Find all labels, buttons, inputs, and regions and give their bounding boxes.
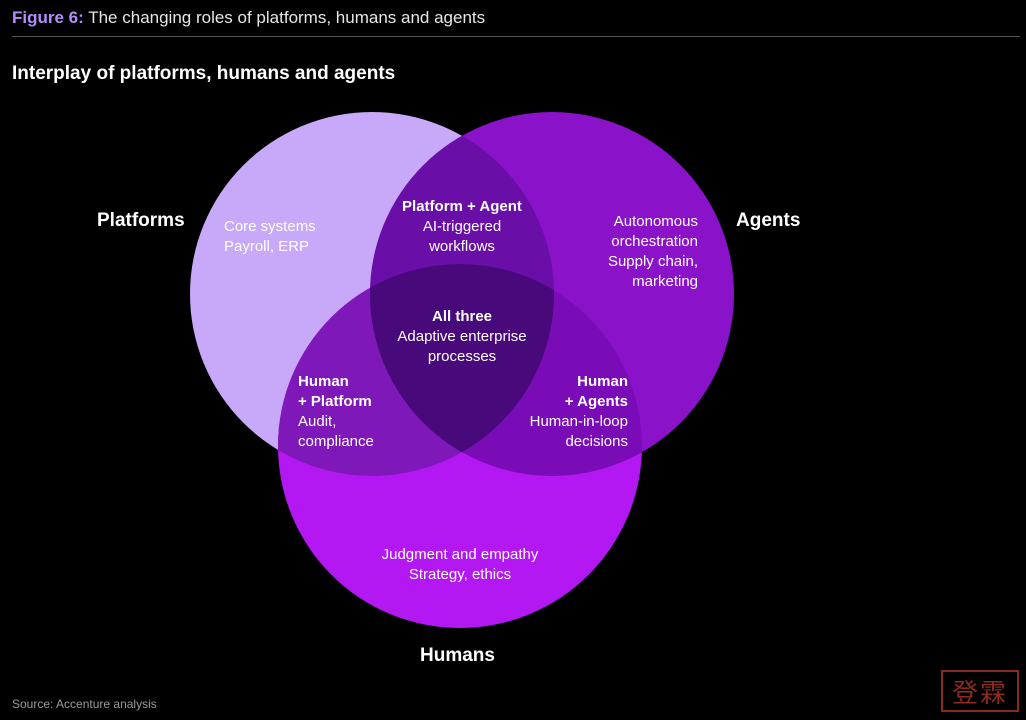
header-divider [12,36,1020,37]
human-agents-line-2: decisions [565,433,628,450]
humans-line-2: Strategy, ethics [408,566,512,583]
all-three-label: All three Adaptive enterprise processes [380,307,544,367]
platforms-line-2: Payroll, ERP [224,238,310,255]
figure-header: Figure 6: The changing roles of platform… [12,8,485,28]
human-platform-line-1: Audit, [298,413,337,430]
agents-line-3: Supply chain, [607,253,698,270]
human-platform-label: Human + Platform Audit, compliance [298,372,374,452]
human-platform-line-2: compliance [298,433,374,450]
figure-label: Figure 6: [12,8,84,27]
agents-only-label: Autonomous orchestration Supply chain, m… [560,212,698,292]
human-agents-line-1: Human-in-loop [529,413,628,430]
platforms-set-label: Platforms [97,210,185,231]
agents-line-4: marketing [632,273,698,290]
agents-line-2: orchestration [611,233,698,250]
agents-line-1: Autonomous [613,213,698,230]
platform-agent-title: Platform + Agent [402,198,522,215]
all-three-title: All three [431,308,492,325]
platforms-only-label: Core systems Payroll, ERP [224,217,316,257]
humans-set-label: Humans [420,645,495,666]
humans-line-1: Judgment and empathy [381,546,539,563]
human-agents-title-2: + Agents [564,393,628,410]
platform-agent-line-2: workflows [429,238,495,255]
human-platform-title-2: + Platform [298,393,372,410]
diagram-subtitle: Interplay of platforms, humans and agent… [12,63,396,84]
figure-title: The changing roles of platforms, humans … [88,8,486,27]
human-platform-title-1: Human [298,373,349,390]
human-agents-label: Human + Agents Human-in-loop decisions [490,372,628,452]
platforms-line-1: Core systems [224,218,316,235]
all-three-line-1: Adaptive enterprise [397,328,527,345]
platform-agent-label: Platform + Agent AI-triggered workflows [380,197,544,257]
watermark-stamp: 登霖 [941,670,1019,712]
humans-only-label: Judgment and empathy Strategy, ethics [340,545,580,585]
platform-agent-line-1: AI-triggered [422,218,502,235]
all-three-line-2: processes [427,348,497,365]
human-agents-title-1: Human [577,373,628,390]
agents-set-label: Agents [736,210,801,231]
source-note: Source: Accenture analysis [12,697,157,711]
